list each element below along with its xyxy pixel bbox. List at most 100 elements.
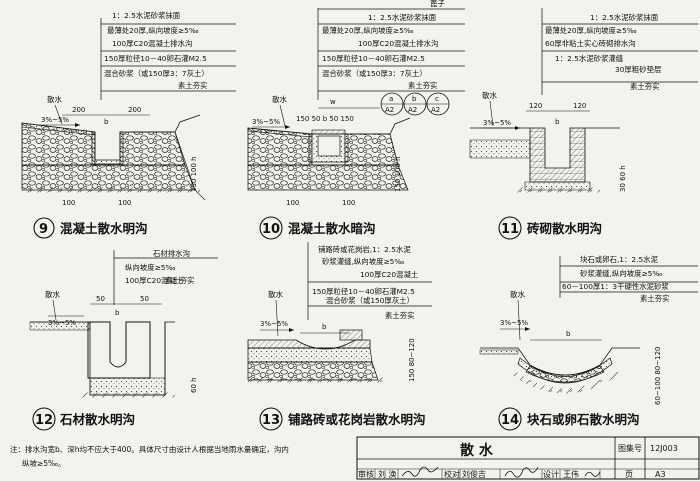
detail-11-caption: 砖砌散水明沟: [527, 221, 602, 236]
dim-12-right: 60 h: [190, 377, 198, 393]
atlas-number: 12J003: [650, 444, 678, 453]
spec-11-line-3: 60厚非粘土实心砖砌排水沟: [545, 39, 636, 48]
spec-14-line-3: 60－100厚1：3干硬性水泥砂浆: [562, 282, 669, 291]
spec-9-line-3: 100厚C20混凝土排水沟: [112, 39, 192, 48]
ref-c-top: c: [435, 95, 439, 103]
slope-label-11: 3%~5%: [483, 119, 511, 127]
detail-14-caption: 块石或卵石散水明沟: [527, 412, 640, 427]
spec-11-line-4: 1：2.5水泥砂浆灌缝: [555, 54, 624, 63]
section-12: [29, 321, 175, 398]
dim-12-top-left: 50: [96, 295, 105, 303]
spec-10-line-1: 1：2.5水泥砂浆抹面: [368, 13, 436, 22]
spec-9-line-4: 150厚粒径10－40卵石灌M2.5: [104, 54, 207, 63]
signature-review: [401, 466, 439, 477]
review-name: 刘 涣: [378, 469, 397, 479]
dim-11-top-right: 120: [573, 102, 586, 110]
dim-10-bottom-right: 100: [342, 199, 355, 207]
spec-9-line-1: 1：2.5水泥砂浆抹面: [112, 11, 180, 20]
note-line-2: 纵坡≥5‰。: [22, 458, 66, 468]
sanshui-label-14: 散水: [510, 289, 525, 299]
detail-10-number: 10: [262, 222, 280, 237]
dim-9-bottom-right: 100: [118, 199, 131, 207]
dim-11-top-left: 120: [529, 102, 542, 110]
spec-9-line-6: 素土夯实: [178, 81, 208, 90]
slope-label-9: 3%~5%: [41, 116, 69, 124]
sanshui-label-11: 散水: [482, 90, 497, 100]
spec-10-header: 篦子: [430, 0, 445, 8]
section-13: [247, 329, 385, 383]
ref-b-top: b: [412, 95, 417, 103]
check-name: 刘俊吉: [462, 469, 486, 479]
ref-a-bottom: A2: [385, 106, 394, 114]
dim-9-top-left: 200: [72, 106, 85, 114]
spec-11-line-6: 素土夯实: [630, 82, 660, 91]
sheet-title: 散 水: [460, 442, 494, 459]
spec-14-line-4: 素土夯实: [640, 294, 670, 303]
ref-a-top: a: [389, 95, 393, 103]
design-name: 王伟: [563, 469, 579, 479]
detail-14-number: 14: [501, 413, 519, 428]
detail-9-number: 9: [39, 222, 48, 237]
dim-10-bottom-left: 100: [286, 199, 299, 207]
sanshui-label-10: 散水: [272, 94, 287, 104]
title-block: [356, 436, 700, 480]
spec-11-line-1: 1：2.5水泥砂浆抹面: [590, 13, 658, 22]
detail-10-caption: 混凝土散水暗沟: [288, 221, 376, 236]
detail-12: 石材排水沟 纵向坡度≥5‰ 100厚C20混凝土 素土夯实 散水 3%~5% 5…: [29, 249, 218, 431]
dim-13-b: b: [322, 323, 327, 331]
detail-11: 1：2.5水泥砂浆抹面 最薄处20厚,纵向坡度≥5‰ 60厚非粘土实心砖砌排水沟…: [469, 8, 698, 240]
check-label: 校对: [444, 469, 460, 479]
detail-13-number: 13: [262, 413, 280, 428]
ref-b-bottom: A2: [408, 106, 417, 114]
dim-10-right: 150 100 h: [394, 156, 402, 192]
dim-12-b: b: [115, 309, 120, 317]
dim-14-b: b: [566, 330, 571, 338]
ref-c-bottom: A2: [431, 106, 440, 114]
spec-12-line-4: 素土夯实: [165, 276, 195, 285]
spec-12-line-3: 100厚C20混凝土: [125, 276, 183, 285]
slope-label-13: 3%~5%: [260, 320, 288, 328]
detail-10: 篦子 1：2.5水泥砂浆抹面 最薄处20厚,纵向坡度≥5‰ 100厚C20混凝土…: [247, 0, 465, 240]
dim-11-b: b: [555, 118, 560, 126]
detail-9-caption: 混凝土散水明沟: [60, 221, 148, 236]
detail-13: 铺路砖或花岗岩,1：2.5水泥 砂浆灌缝,纵向坡度≥5‰ 100厚C20混凝土 …: [247, 242, 432, 431]
dim-9-right: 150 100 h: [190, 156, 198, 192]
detail-12-caption: 石材散水明沟: [59, 412, 135, 427]
section-14: [479, 347, 640, 394]
spec-11-line-5: 30厚粗砂垫层: [615, 65, 661, 74]
signature-check: [504, 466, 539, 478]
page-number: A3: [655, 470, 666, 479]
sanshui-label-9: 散水: [47, 94, 62, 104]
dim-10-w: w: [330, 98, 336, 106]
spec-13-line-5: 混合砂浆（或150厚灰土）: [326, 296, 414, 305]
dim-13-right: 150 80~120: [408, 338, 416, 382]
spec-10-line-2: 最薄处20厚,纵向坡度≥5‰: [322, 26, 414, 35]
section-10: [247, 117, 411, 191]
spec-9-line-5: 混合砂浆（或150厚3：7灰土）: [104, 69, 209, 78]
spec-11-line-2: 最薄处20厚,纵向坡度≥5‰: [545, 26, 637, 35]
detail-13-caption: 铺路砖或花岗岩散水明沟: [288, 412, 426, 427]
dim-9-top-right: 200: [128, 106, 141, 114]
slope-label-10: 3%~5%: [252, 118, 280, 126]
slope-label-14: 3%~5%: [500, 319, 528, 327]
sanshui-label-12: 散水: [45, 289, 60, 299]
section-9: [21, 114, 206, 201]
signature-design: [584, 471, 601, 477]
ref-circles-10: [318, 92, 450, 116]
spec-block-9: [100, 18, 236, 100]
detail-12-number: 12: [35, 413, 53, 428]
spec-12-line-1: 石材排水沟: [153, 249, 190, 258]
spec-13-line-3: 100厚C20混凝土: [360, 270, 418, 279]
page-label: 页: [625, 470, 633, 479]
spec-13-line-4: 150厚粒径10－40卵石灌M2.5: [312, 287, 415, 296]
spec-13-line-2: 砂浆灌缝,纵向坡度≥5‰: [322, 257, 404, 266]
spec-13-line-6: 素土夯实: [385, 311, 415, 320]
spec-12-line-2: 纵向坡度≥5‰: [125, 263, 175, 272]
dim-11-right: 30 60 h: [619, 165, 627, 192]
dim-9-bottom-left: 100: [62, 199, 75, 207]
spec-10-line-4: 150厚粒径10－40卵石灌M2.5: [322, 54, 425, 63]
design-label: 设计: [543, 469, 559, 479]
spec-10-line-5: 混合砂浆（或150厚3：7灰土）: [322, 69, 427, 78]
